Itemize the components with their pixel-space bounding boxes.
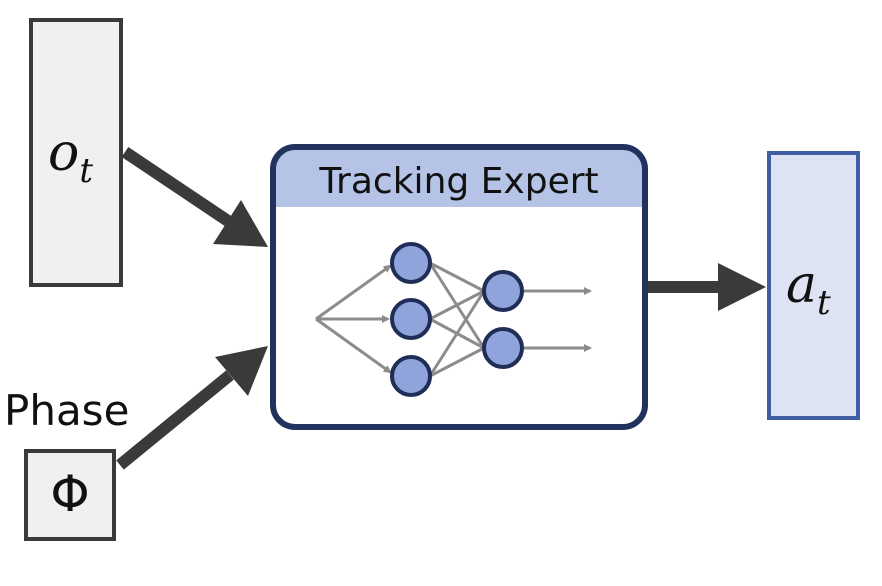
nn-node <box>390 298 432 340</box>
observation-symbol: ot <box>48 123 93 191</box>
nn-node <box>482 327 524 369</box>
nn-output-arrows <box>524 287 592 352</box>
expert-border <box>270 144 648 430</box>
nn-node <box>390 242 432 284</box>
phase-symbol: Φ <box>50 465 89 523</box>
observation-subscript: t <box>79 151 93 191</box>
nn-connections <box>428 261 486 378</box>
expert-body <box>273 147 645 427</box>
observation-box: ot <box>29 18 123 287</box>
action-symbol: at <box>786 255 831 323</box>
obs-to-expert-arrow <box>121 147 268 247</box>
nn-node <box>482 270 524 312</box>
nn-node <box>390 355 432 397</box>
action-subscript: t <box>817 283 831 323</box>
action-box-rect <box>767 151 860 420</box>
expert-header <box>273 147 645 207</box>
expert-title: Tracking Expert <box>318 161 598 202</box>
phase-to-expert-arrow <box>116 346 268 470</box>
observation-box-rect <box>29 18 123 287</box>
phase-label: Phase <box>4 386 129 435</box>
phase-box: Φ <box>24 449 116 541</box>
tracking-expert-box: Tracking Expert <box>270 144 648 430</box>
expert-to-action-arrow <box>648 263 766 311</box>
nn-nodes <box>390 242 524 397</box>
nn-input-arrows <box>315 264 392 374</box>
action-box: at <box>767 151 860 420</box>
neural-network-icon <box>315 242 592 397</box>
phase-box-rect <box>24 449 116 541</box>
